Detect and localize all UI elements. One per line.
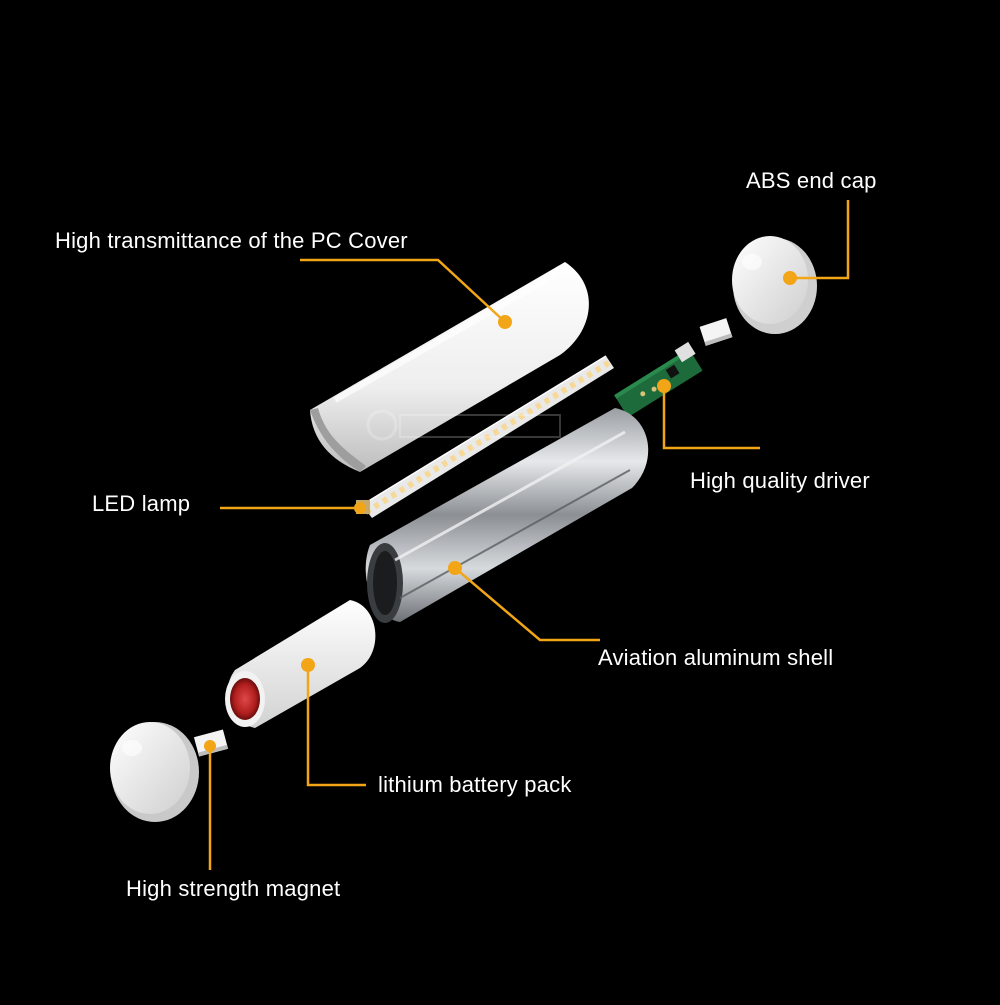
- callout-line-pc-cover: [300, 258, 506, 323]
- label-aviation-aluminum-shell: Aviation aluminum shell: [598, 645, 834, 670]
- callout-line-abs-end-cap: [790, 200, 850, 280]
- callout-dot-led-lamp: [354, 502, 366, 514]
- label-pc-cover: High transmittance of the PC Cover: [55, 228, 408, 253]
- callout-dot-abs-end-cap: [783, 271, 797, 285]
- label-lithium-battery-pack: lithium battery pack: [378, 772, 572, 797]
- label-high-strength-magnet: High strength magnet: [126, 876, 341, 901]
- pc-cover-part: [310, 262, 589, 472]
- battery-part: [225, 600, 376, 728]
- callout-dots: [204, 271, 797, 752]
- callout-dot-pc-cover: [498, 315, 512, 329]
- callout-line-battery: [306, 665, 366, 787]
- abs-end-cap-part: [732, 236, 817, 334]
- callout-line-driver: [662, 386, 760, 450]
- label-led-lamp: LED lamp: [92, 491, 191, 516]
- callout-dot-aluminum-shell: [448, 561, 462, 575]
- callout-dot-battery: [301, 658, 315, 672]
- driver-board-part: [614, 341, 703, 418]
- label-abs-end-cap: ABS end cap: [746, 168, 877, 193]
- callout-dot-driver: [657, 379, 671, 393]
- callout-lines: [208, 200, 850, 870]
- label-high-quality-driver: High quality driver: [690, 468, 870, 493]
- connector-block-top: [699, 318, 733, 346]
- bottom-end-cap-part: [110, 722, 199, 822]
- watermark-logo: [366, 409, 561, 441]
- callout-dot-magnet: [204, 740, 216, 752]
- aluminum-shell-part: [365, 408, 649, 623]
- callout-line-aluminum-shell: [454, 567, 600, 642]
